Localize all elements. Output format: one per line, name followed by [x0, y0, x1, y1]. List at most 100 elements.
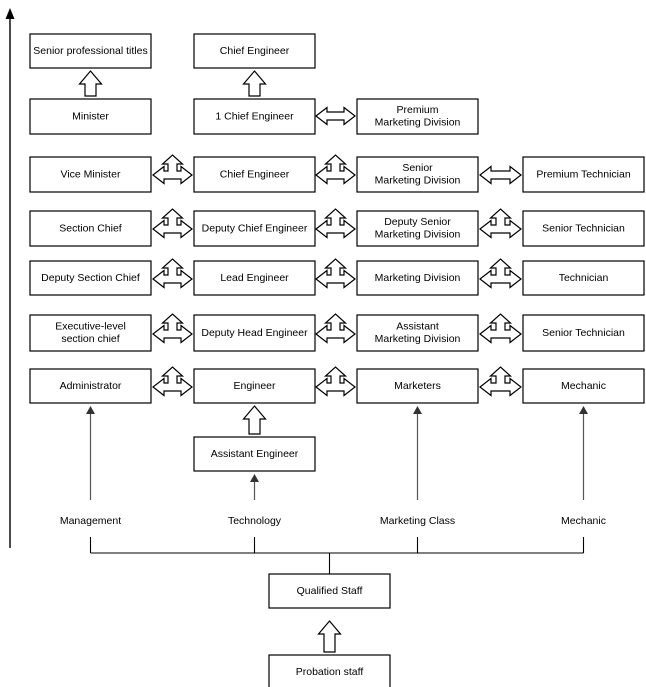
node-label: Deputy Head Engineer — [201, 327, 308, 339]
node-marketing-division[interactable]: Marketing Division — [356, 260, 479, 296]
node-label: Lead Engineer — [220, 272, 289, 284]
node-box — [356, 260, 479, 296]
node-chief-engineer-top[interactable]: Chief Engineer — [193, 33, 316, 69]
node-label: Deputy Senior — [384, 216, 451, 228]
lateral-arrow-r5-c1-c2 — [152, 258, 193, 289]
lateral-arrow-r5-c2-c3 — [315, 258, 356, 289]
node-label: Qualified Staff — [297, 585, 363, 597]
lateral-arrow-r6-c1-c2 — [152, 313, 193, 344]
node-senior-technician-lower[interactable]: Senior Technician — [522, 314, 645, 352]
lateral-arrow-r4-c2-c3 — [315, 208, 356, 239]
node-label: Engineer — [233, 380, 276, 392]
node-vice-minister[interactable]: Vice Minister — [29, 156, 152, 193]
node-chief-engineer[interactable]: Chief Engineer — [193, 156, 316, 193]
node-box — [29, 368, 152, 404]
node-probation-staff[interactable]: Probation staff — [268, 654, 391, 687]
node-label: Assistant — [396, 321, 439, 333]
node-label: Deputy Chief Engineer — [202, 222, 308, 234]
entry-arrow-into-marketers — [413, 406, 422, 500]
node-technician[interactable]: Technician — [522, 260, 645, 296]
node-box — [193, 368, 316, 404]
node-box — [193, 436, 316, 472]
node-label: Marketing Division — [375, 229, 461, 241]
node-label: Mechanic — [561, 380, 606, 392]
seniority-axis — [5, 8, 15, 548]
node-senior-professional-titles[interactable]: Senior professional titles — [29, 33, 152, 69]
lateral-arrow-r7-c2-c3 — [315, 366, 356, 397]
node-label: Marketing Division — [375, 272, 461, 284]
node-box — [356, 210, 479, 247]
node-label: Marketing Division — [375, 175, 461, 187]
node-lead-engineer[interactable]: Lead Engineer — [193, 260, 316, 296]
lateral-arrow-r7-c3-c4 — [479, 366, 522, 397]
group-label-marketing-class: Marketing Class — [380, 515, 455, 527]
node-deputy-section-chief[interactable]: Deputy Section Chief — [29, 260, 152, 296]
node-box — [268, 654, 391, 687]
node-box — [268, 573, 391, 609]
entry-arrow-head — [250, 474, 259, 482]
node-deputy-head-engineer[interactable]: Deputy Head Engineer — [193, 314, 316, 352]
qualified-staff-bracket — [89, 537, 585, 574]
lateral-arrow-r4-c1-c2 — [152, 208, 193, 239]
node-box — [356, 368, 479, 404]
axis-arrow-head — [5, 8, 15, 19]
node-senior-technician-upper[interactable]: Senior Technician — [522, 210, 645, 247]
node-section-chief[interactable]: Section Chief — [29, 210, 152, 247]
node-box — [193, 210, 316, 247]
node-qualified-staff[interactable]: Qualified Staff — [268, 573, 391, 609]
node-box — [356, 314, 479, 352]
node-box — [29, 98, 152, 135]
entry-arrow-head — [86, 406, 95, 414]
promotion-arrow-assistant-to-engineer — [242, 405, 267, 435]
node-deputy-chief-engineer[interactable]: Deputy Chief Engineer — [193, 210, 316, 247]
node-box — [522, 210, 645, 247]
node-first-chief-engineer[interactable]: 1 Chief Engineer — [193, 98, 316, 135]
node-assistant-engineer[interactable]: Assistant Engineer — [193, 436, 316, 472]
node-label: Premium — [396, 104, 438, 116]
lateral-arrow-r6-c2-c3 — [315, 313, 356, 344]
node-label: Probation staff — [296, 666, 364, 678]
node-label: Senior — [402, 162, 433, 174]
node-administrator[interactable]: Administrator — [29, 368, 152, 404]
bracket-layer — [89, 537, 585, 574]
node-label: Technician — [559, 272, 609, 284]
node-box — [522, 156, 645, 193]
node-minister[interactable]: Minister — [29, 98, 152, 135]
node-label: 1 Chief Engineer — [215, 110, 294, 122]
promotion-arrow-minister-to-senior-titles — [78, 70, 103, 97]
node-box — [29, 260, 152, 296]
node-box — [193, 33, 316, 69]
node-label: Marketing Division — [375, 117, 461, 129]
node-label: Vice Minister — [61, 168, 121, 180]
node-premium-technician[interactable]: Premium Technician — [522, 156, 645, 193]
node-box — [193, 314, 316, 352]
entry-arrow-into-assistant-engineer — [250, 474, 259, 500]
node-label: Section Chief — [59, 222, 122, 234]
node-label: section chief — [61, 333, 119, 345]
entry-arrow-head — [579, 406, 588, 414]
node-engineer[interactable]: Engineer — [193, 368, 316, 404]
node-mechanic[interactable]: Mechanic — [522, 368, 645, 404]
entry-arrow-into-administrator — [86, 406, 95, 500]
node-marketers[interactable]: Marketers — [356, 368, 479, 404]
node-box — [522, 260, 645, 296]
node-label: Assistant Engineer — [211, 448, 299, 460]
node-box — [193, 156, 316, 193]
entry-arrow-head — [413, 406, 422, 414]
axis-layer — [5, 8, 15, 548]
node-box — [522, 314, 645, 352]
node-box — [522, 368, 645, 404]
lateral-arrow-r4-c3-c4 — [479, 208, 522, 239]
lateral-arrow-r5-c3-c4 — [479, 258, 522, 289]
node-label: Marketing Division — [375, 333, 461, 345]
node-label: Minister — [72, 110, 109, 122]
